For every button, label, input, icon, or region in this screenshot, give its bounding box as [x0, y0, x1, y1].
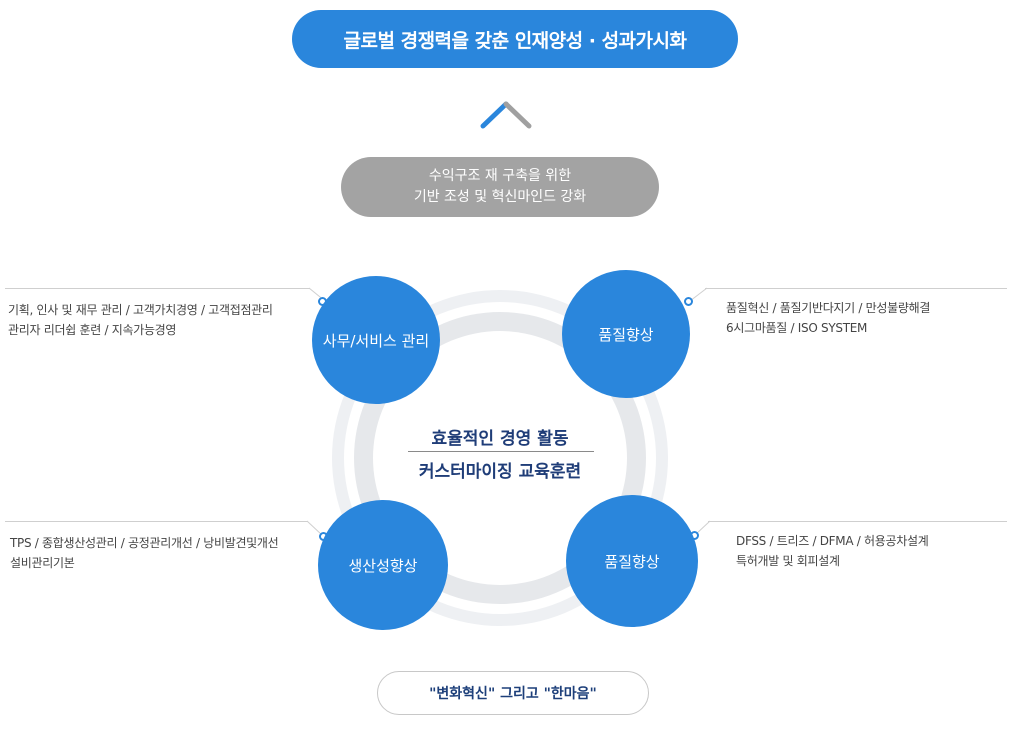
slogan-text: "변화혁신" 그리고 "한마음"	[429, 686, 597, 702]
desc-top-right-line2: 6시그마품질 / ISO SYSTEM	[726, 321, 868, 335]
desc-bottom-right-line2: 특허개발 및 회피설계	[736, 554, 840, 568]
circle-office-service: 사무/서비스 관리	[312, 276, 440, 404]
circle-quality-bottom-label: 품질향상	[604, 552, 660, 571]
connector-top-right	[705, 288, 1007, 289]
desc-top-left: 기획, 인사 및 재무 관리 / 고객가치경영 / 고객접점관리 관리자 리더쉽…	[8, 300, 308, 340]
connector-bottom-left	[5, 521, 308, 522]
desc-top-right-line1: 품질혁신 / 품질기반다지기 / 만성불량해결	[726, 301, 931, 315]
desc-bottom-right: DFSS / 트리즈 / DFMA / 허용공차설계 특허개발 및 회피설계	[736, 531, 1006, 571]
circle-productivity-label: 생산성향상	[348, 556, 418, 575]
circle-productivity: 생산성향상	[318, 500, 448, 630]
center-divider	[408, 451, 594, 452]
connector-top-left	[5, 288, 310, 289]
circle-quality-top-label: 품질향상	[598, 325, 654, 344]
desc-bottom-right-line1: DFSS / 트리즈 / DFMA / 허용공차설계	[736, 534, 929, 548]
center-title-1: 효율적인 경영 활동	[431, 429, 569, 449]
desc-top-left-line2: 관리자 리더쉽 훈련 / 지속가능경영	[8, 323, 177, 337]
circle-quality-bottom: 품질향상	[566, 495, 698, 627]
center-title-2: 커스터마이징 교육훈련	[418, 462, 582, 482]
desc-bottom-left-line1: TPS / 종합생산성관리 / 공정관리개선 / 낭비발견및개선	[10, 536, 279, 550]
circle-quality-top: 품질향상	[562, 270, 690, 398]
slogan-box: "변화혁신" 그리고 "한마음"	[377, 671, 649, 715]
connector-dot-top-right	[684, 297, 693, 306]
foundation-line2: 기반 조성 및 혁신마인드 강화	[413, 189, 587, 205]
desc-top-right: 품질혁신 / 품질기반다지기 / 만성불량해결 6시그마품질 / ISO SYS…	[726, 298, 1006, 338]
desc-bottom-left: TPS / 종합생산성관리 / 공정관리개선 / 낭비발견및개선 설비관리기본	[10, 533, 310, 573]
chevron-up-icon	[480, 101, 532, 129]
foundation-line1: 수익구조 재 구축을 위한	[428, 168, 572, 184]
foundation-box: 수익구조 재 구축을 위한 기반 조성 및 혁신마인드 강화	[341, 157, 659, 217]
goal-banner-text: 글로벌 경쟁력을 갖춘 인재양성 · 성과가시화	[343, 29, 687, 52]
desc-top-left-line1: 기획, 인사 및 재무 관리 / 고객가치경영 / 고객접점관리	[8, 303, 273, 317]
connector-top-right-diag	[689, 287, 708, 302]
desc-bottom-left-line2: 설비관리기본	[10, 556, 75, 570]
goal-banner: 글로벌 경쟁력을 갖춘 인재양성 · 성과가시화	[292, 10, 738, 68]
circle-office-service-label: 사무/서비스 관리	[322, 331, 430, 350]
connector-bottom-right	[708, 521, 1007, 522]
